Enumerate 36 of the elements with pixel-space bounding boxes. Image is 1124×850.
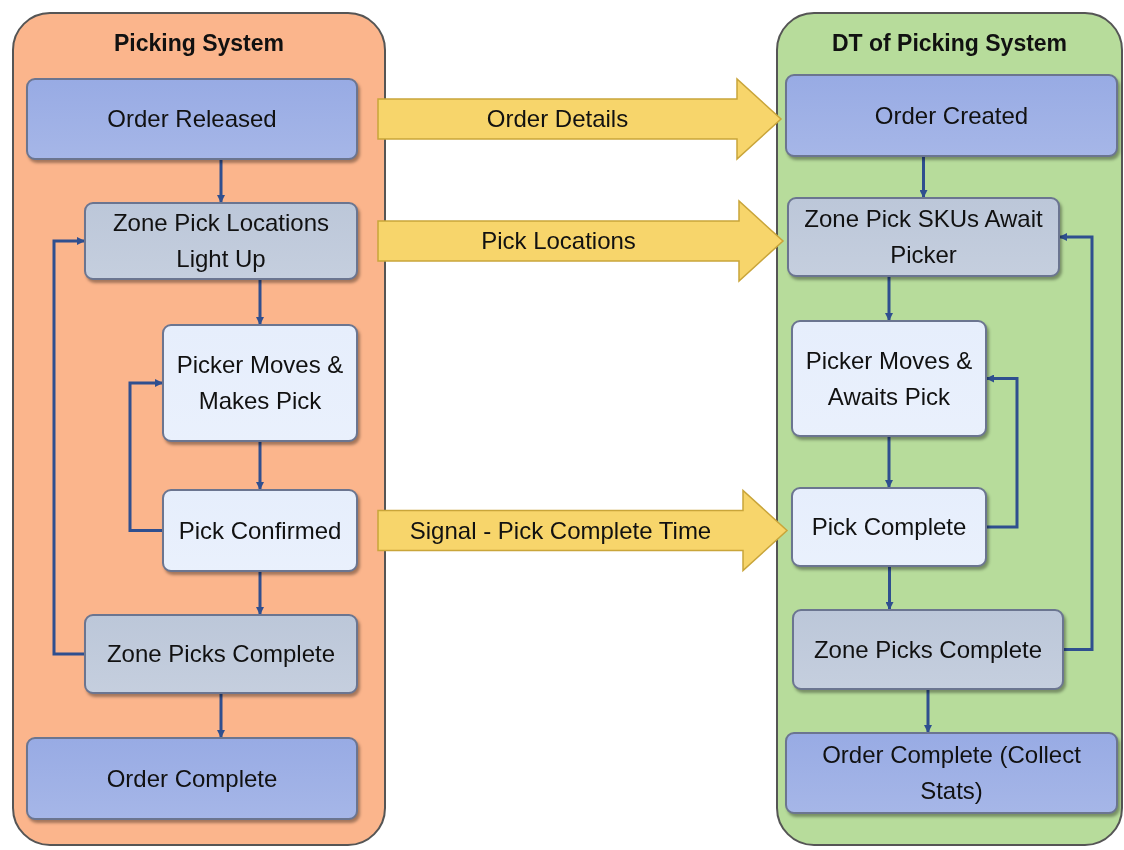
arrow-label: Signal - Pick Complete Time xyxy=(409,516,712,545)
process-box: Zone Pick Locations Light Up xyxy=(84,202,358,280)
arrow xyxy=(256,442,264,490)
arrow xyxy=(1059,233,1094,651)
process-box: Pick Complete xyxy=(791,487,987,567)
process-box: Order Complete (Collect Stats) xyxy=(785,732,1118,814)
arrow xyxy=(885,437,893,488)
arrow-label: Order Details xyxy=(486,105,629,133)
arrow xyxy=(52,237,85,656)
system-panel xyxy=(776,12,1123,846)
block-arrow xyxy=(377,199,785,283)
process-box: Picker Moves & Awaits Pick xyxy=(791,320,987,437)
system-panel xyxy=(12,12,386,846)
process-box: Zone Pick SKUs Await Picker xyxy=(787,197,1060,277)
arrow-label: Pick Locations xyxy=(481,227,636,255)
arrow xyxy=(217,160,225,203)
arrow xyxy=(885,277,893,321)
process-box: Picker Moves & Makes Pick xyxy=(162,324,358,442)
panel-title: Picking System xyxy=(113,30,285,57)
block-arrow xyxy=(377,488,789,573)
process-box: Zone Picks Complete xyxy=(84,614,358,694)
panel-title: DT of Picking System xyxy=(830,30,1069,57)
arrow xyxy=(924,690,932,733)
arrow xyxy=(986,374,1019,529)
arrow xyxy=(256,572,264,615)
arrow xyxy=(256,280,264,325)
arrow xyxy=(217,694,225,738)
arrow xyxy=(919,157,928,198)
arrow xyxy=(128,379,163,532)
arrow xyxy=(885,567,894,610)
process-box: Zone Picks Complete xyxy=(792,609,1064,690)
process-box: Order Released xyxy=(26,78,358,160)
process-box: Order Complete xyxy=(26,737,358,820)
block-arrow xyxy=(377,77,783,161)
process-box: Order Created xyxy=(785,74,1118,157)
process-box: Pick Confirmed xyxy=(162,489,358,572)
